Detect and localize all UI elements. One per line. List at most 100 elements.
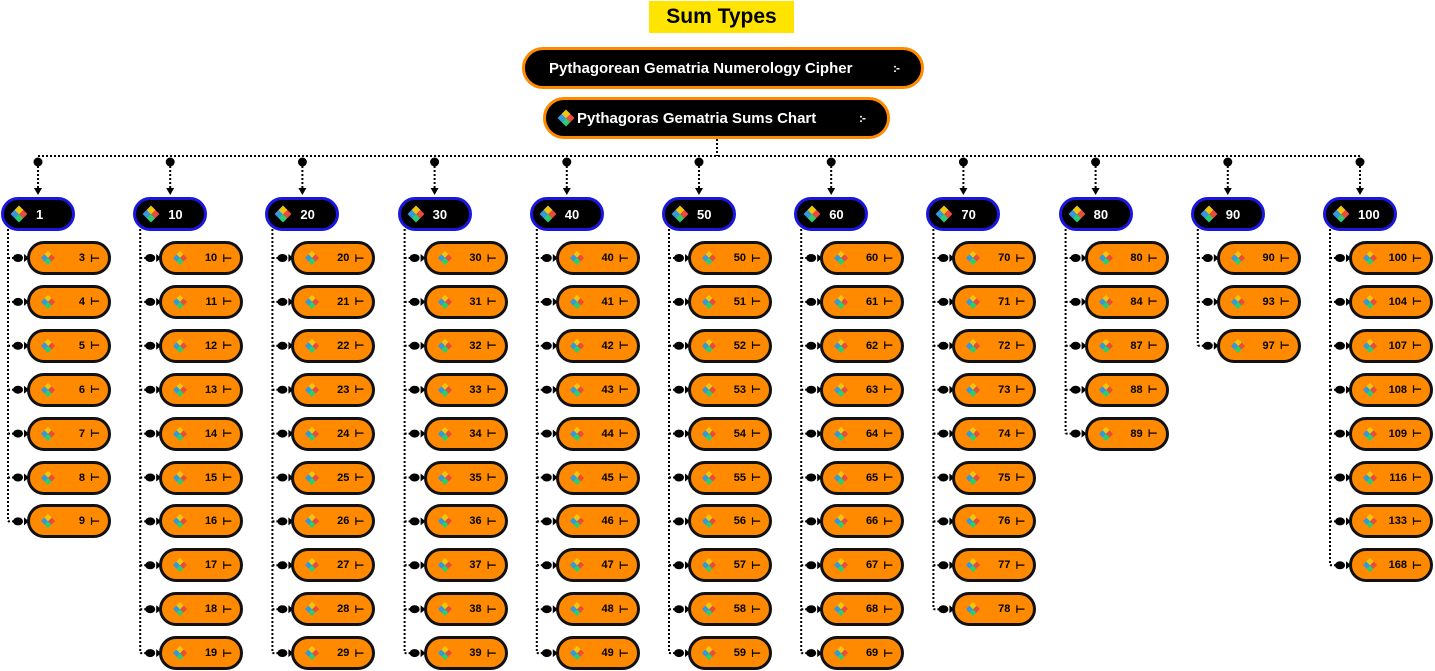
branch-icon[interactable]: ⊢: [883, 559, 893, 572]
branch-icon[interactable]: ⊢: [883, 515, 893, 528]
branch-icon[interactable]: ⊢: [354, 515, 364, 528]
branch-icon[interactable]: ⊢: [90, 296, 100, 309]
sum-node[interactable]: 57⊢: [688, 548, 772, 583]
sum-node[interactable]: 7⊢: [27, 416, 111, 451]
sum-node[interactable]: 109⊢: [1349, 416, 1433, 451]
category-node-40[interactable]: 40: [529, 197, 604, 231]
branch-icon[interactable]: ⊢: [222, 515, 232, 528]
sum-node[interactable]: 51⊢: [688, 284, 772, 319]
branch-icon[interactable]: ⊢: [1015, 296, 1025, 309]
sum-node[interactable]: 24⊢: [291, 416, 376, 451]
branch-icon[interactable]: ⊢: [1147, 296, 1158, 309]
sum-node[interactable]: 89⊢: [1084, 416, 1169, 451]
sum-node[interactable]: 11⊢: [159, 284, 244, 319]
sum-node[interactable]: 37⊢: [423, 548, 508, 583]
branch-icon[interactable]: ⊢: [751, 559, 761, 572]
sum-node[interactable]: 88⊢: [1084, 372, 1169, 407]
sum-node[interactable]: 66⊢: [820, 504, 905, 539]
sum-node[interactable]: 133⊢: [1349, 504, 1433, 539]
branch-icon[interactable]: ⊢: [354, 340, 364, 353]
branch-icon[interactable]: ⊢: [751, 515, 761, 528]
branch-icon[interactable]: ⊢: [222, 603, 232, 616]
branch-icon[interactable]: ⊢: [354, 559, 364, 572]
sum-node[interactable]: 71⊢: [952, 284, 1037, 319]
sum-node[interactable]: 47⊢: [555, 548, 640, 583]
category-node-90[interactable]: 90: [1190, 197, 1265, 231]
sum-node[interactable]: 52⊢: [688, 328, 772, 363]
branch-icon[interactable]: ⊢: [1412, 428, 1422, 441]
sum-node[interactable]: 78⊢: [952, 592, 1037, 627]
branch-icon[interactable]: ⊢: [618, 559, 629, 572]
sum-node[interactable]: 100⊢: [1349, 241, 1433, 275]
branch-icon[interactable]: ⊢: [1015, 340, 1025, 353]
sum-node[interactable]: 9⊢: [27, 504, 111, 539]
sum-node[interactable]: 60⊢: [820, 241, 905, 275]
sum-node[interactable]: 6⊢: [27, 372, 111, 407]
sum-node[interactable]: 46⊢: [555, 504, 640, 539]
branch-icon[interactable]: ⊢: [883, 603, 893, 616]
sum-node[interactable]: 25⊢: [291, 460, 376, 495]
branch-icon[interactable]: ⊢: [618, 515, 629, 528]
sum-node[interactable]: 18⊢: [159, 592, 244, 627]
branch-icon[interactable]: ⊢: [618, 603, 629, 616]
category-node-100[interactable]: 100: [1323, 197, 1397, 231]
sum-node[interactable]: 34⊢: [423, 416, 508, 451]
branch-icon[interactable]: ⊢: [751, 252, 761, 265]
branch-icon[interactable]: ⊢: [618, 340, 629, 353]
sum-node[interactable]: 21⊢: [291, 284, 376, 319]
branch-icon[interactable]: ⊢: [751, 296, 761, 309]
branch-icon[interactable]: ⊢: [618, 472, 629, 484]
branch-icon[interactable]: ⊢: [90, 252, 100, 265]
sum-node[interactable]: 13⊢: [159, 372, 244, 407]
sum-node[interactable]: 50⊢: [688, 241, 772, 275]
sum-node[interactable]: 97⊢: [1216, 328, 1301, 363]
sum-node[interactable]: 107⊢: [1349, 328, 1433, 363]
branch-icon[interactable]: ⊢: [883, 252, 893, 265]
category-node-50[interactable]: 50: [662, 197, 736, 231]
branch-icon[interactable]: ⊢: [222, 340, 232, 353]
category-node-30[interactable]: 30: [397, 197, 472, 231]
sum-node[interactable]: 77⊢: [952, 548, 1037, 583]
sum-node[interactable]: 23⊢: [291, 372, 376, 407]
branch-icon[interactable]: ⊢: [1279, 252, 1290, 265]
branch-icon[interactable]: ⊢: [618, 296, 629, 309]
branch-icon[interactable]: ⊢: [1147, 428, 1158, 441]
sum-node[interactable]: 70⊢: [952, 241, 1037, 275]
sum-node[interactable]: 10⊢: [159, 241, 244, 275]
sum-node[interactable]: 68⊢: [820, 592, 905, 627]
branch-icon[interactable]: ⊢: [486, 515, 497, 528]
sum-node[interactable]: 72⊢: [952, 328, 1037, 363]
branch-icon[interactable]: ⊢: [90, 428, 100, 441]
branch-icon[interactable]: ⊢: [354, 296, 364, 309]
sum-node[interactable]: 69⊢: [820, 636, 905, 671]
branch-icon[interactable]: ⊢: [354, 603, 364, 616]
sum-node[interactable]: 93⊢: [1216, 284, 1301, 319]
sum-node[interactable]: 12⊢: [159, 328, 244, 363]
branch-icon[interactable]: ⊢: [486, 647, 497, 660]
branch-icon[interactable]: ⊢: [618, 428, 629, 441]
branch-icon[interactable]: ⊢: [1412, 384, 1422, 397]
collapse-icon[interactable]: :-: [893, 61, 900, 75]
sum-node[interactable]: 59⊢: [688, 636, 772, 671]
sum-node[interactable]: 39⊢: [423, 636, 508, 671]
branch-icon[interactable]: ⊢: [883, 428, 893, 441]
category-node-60[interactable]: 60: [794, 197, 869, 231]
sum-node[interactable]: 29⊢: [291, 636, 376, 671]
branch-icon[interactable]: ⊢: [1279, 340, 1290, 353]
sum-node[interactable]: 65⊢: [820, 460, 905, 495]
sum-node[interactable]: 42⊢: [555, 328, 640, 363]
sum-node[interactable]: 41⊢: [555, 284, 640, 319]
sum-node[interactable]: 53⊢: [688, 372, 772, 407]
branch-icon[interactable]: ⊢: [486, 559, 497, 572]
branch-icon[interactable]: ⊢: [222, 647, 232, 660]
branch-icon[interactable]: ⊢: [1015, 559, 1025, 572]
branch-icon[interactable]: ⊢: [1015, 384, 1025, 397]
sum-node[interactable]: 58⊢: [688, 592, 772, 627]
category-node-20[interactable]: 20: [265, 197, 340, 231]
category-node-1[interactable]: 1: [1, 197, 75, 231]
sum-node[interactable]: 80⊢: [1084, 241, 1169, 275]
sum-node[interactable]: 48⊢: [555, 592, 640, 627]
sum-node[interactable]: 20⊢: [291, 241, 376, 275]
sum-node[interactable]: 63⊢: [820, 372, 905, 407]
branch-icon[interactable]: ⊢: [486, 296, 497, 309]
